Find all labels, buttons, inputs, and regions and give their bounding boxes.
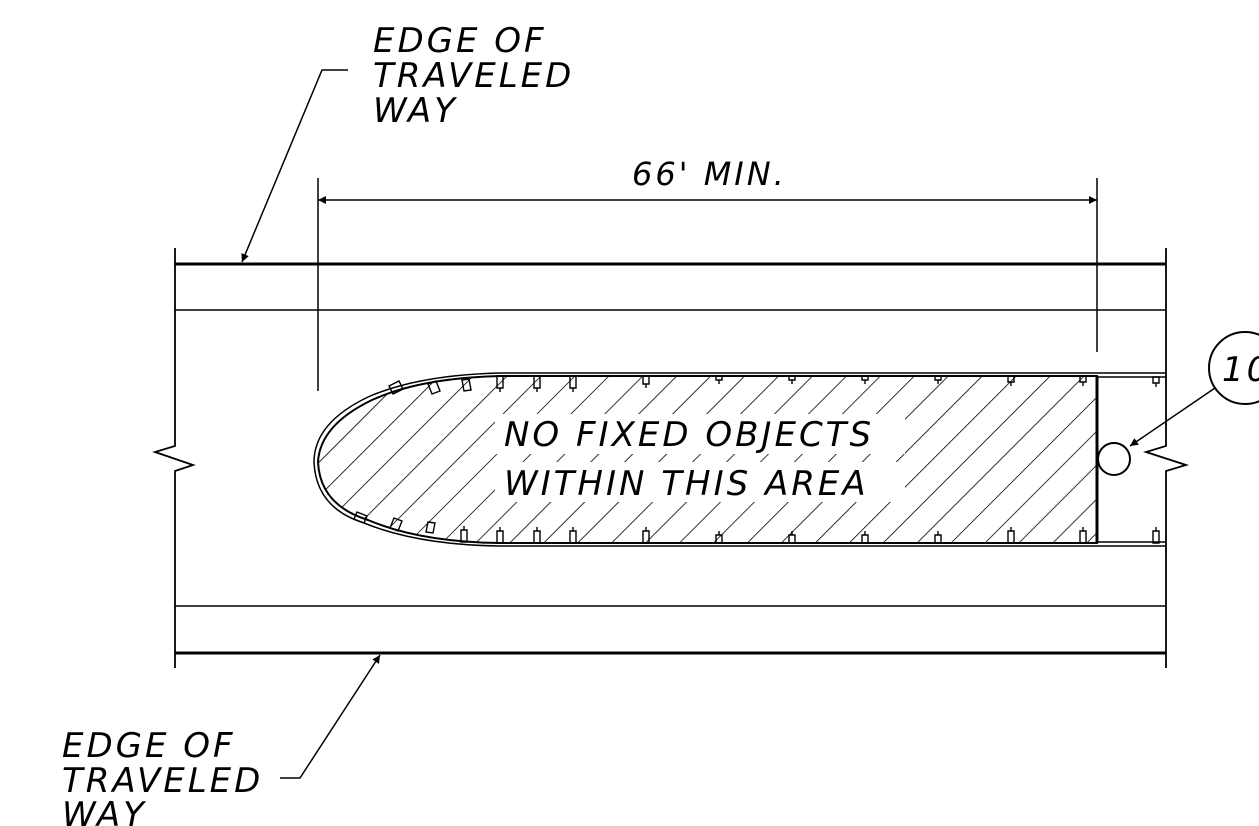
top-edge-label-line2: TRAVELED (373, 56, 574, 96)
fixed-object-circle (1097, 442, 1131, 476)
area-label-line1: NO FIXED OBJECTS (504, 415, 874, 455)
hatched-no-fixed-objects-area (316, 375, 1098, 544)
callout-leader (1129, 387, 1216, 447)
callout-bubble (1208, 331, 1259, 405)
dimension-label: 66' MIN. (632, 155, 787, 193)
bottom-edge-label-line1: EDGE OF (62, 726, 236, 766)
median-outer-outline (313, 372, 1166, 547)
area-label-line2: WITHIN THIS AREA (504, 464, 869, 504)
callout-number: 10 (1222, 350, 1259, 390)
bottom-edge-label-line3: WAY (62, 795, 147, 826)
top-edge-label-line3: WAY (373, 91, 458, 131)
bottom-edge-leader (280, 654, 381, 779)
bottom-edge-label-line2: TRAVELED (62, 761, 263, 801)
text-mask-2 (495, 462, 905, 502)
bottom-curb-markers (353, 511, 1160, 544)
top-edge-label-line1: EDGE OF (373, 21, 547, 61)
top-edge-leader (241, 69, 348, 263)
right-break-line (1142, 248, 1190, 668)
text-mask-1 (495, 414, 905, 454)
top-curb-markers (388, 375, 1160, 395)
left-break-line (152, 248, 196, 668)
